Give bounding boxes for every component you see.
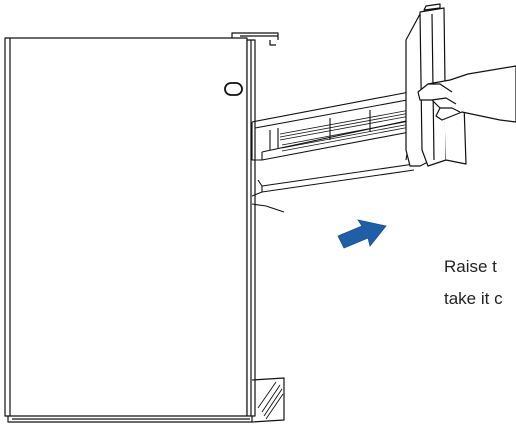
arrow-right-icon <box>337 219 387 249</box>
cabinet <box>4 32 285 423</box>
instruction-line-1: Raise t <box>444 257 497 276</box>
drawer <box>251 89 433 213</box>
door-handle <box>224 82 243 96</box>
hand-icon <box>417 65 516 123</box>
instruction-line-2: take it c <box>444 289 503 308</box>
